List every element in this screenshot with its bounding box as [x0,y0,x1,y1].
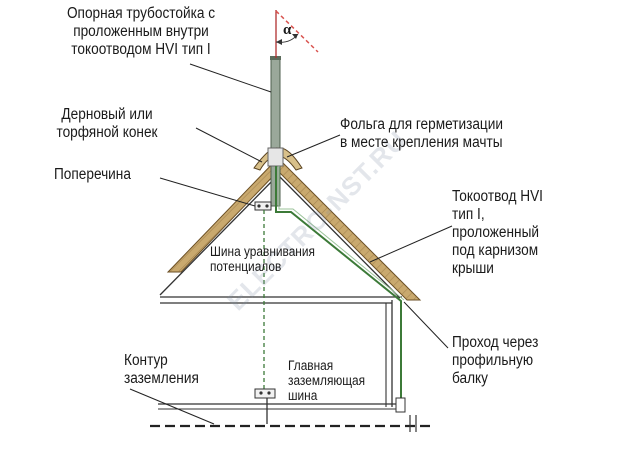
roof-right-hatch [278,158,420,300]
leader-mast [189,63,272,93]
bus-bolt-1 [257,204,261,208]
equipotential-bus-bar [254,201,272,211]
leader-hvi [369,225,453,263]
angle-arrow-right [292,34,298,39]
leader-ridge [195,127,263,163]
gable-right [277,174,401,299]
gable-left [159,174,279,296]
label-equipotential-bus: Шина уравнивания потенциалов [210,244,315,274]
leader-pass-through [403,301,449,349]
hvi-conductor-shadow [278,166,405,301]
label-mast: Опорная трубостойка с проложенным внутри… [66,5,216,58]
protection-angle-line [275,10,319,53]
label-earth-loop: Контур заземления [124,352,199,387]
bus-bolt-2 [265,204,269,208]
pass-through-beam-marker [395,397,406,413]
label-crossbar: Поперечина [54,166,131,183]
main-earth-bus-bar [254,388,276,399]
label-pass-through: Проход через профильную балку [452,334,539,387]
label-foil: Фольга для герметизации в месте креплени… [340,116,503,151]
roof-left-hatch [168,158,278,272]
sealing-foil [267,147,284,167]
angle-arrow-left [276,39,282,45]
leader-foil [286,134,341,158]
leader-crossbar [159,177,256,207]
hvi-conductor [275,166,402,401]
main-bus-bolt-2 [267,391,271,395]
label-hvi-conductor: Токоотвод HVI тип I, проложенный под кар… [452,188,543,277]
leader-earth-loop [129,388,215,425]
angle-symbol: α [283,22,292,38]
label-main-earth-bus: Главная заземляющая шина [288,358,366,403]
main-bus-bolt-1 [259,391,263,395]
label-ridge: Дерновый или торфяной конек [56,106,158,141]
